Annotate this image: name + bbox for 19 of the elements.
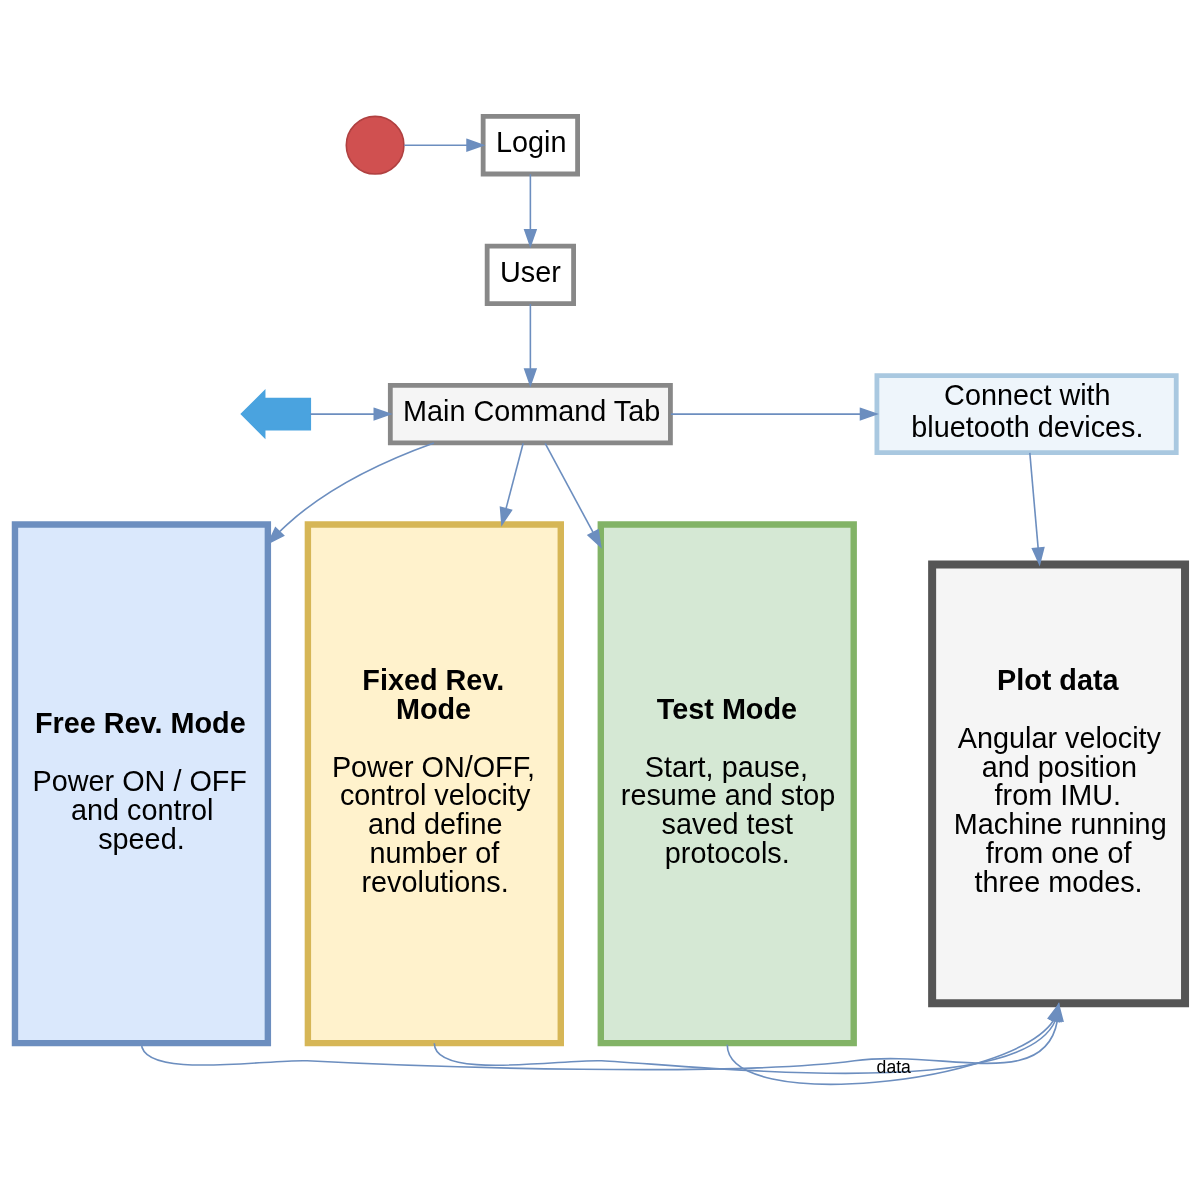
- node-box: Test Mode Start, pause, resume and stop saved test protocols.: [597, 520, 857, 1046]
- edge-label: data: [876, 1056, 911, 1077]
- node-arrow: [240, 388, 312, 439]
- node-box: Connect with bluetooth devices.: [874, 372, 1179, 455]
- node-box: Fixed Rev. Mode Power ON/OFF, control velocity and define number of revolutions.: [304, 520, 564, 1046]
- arrow: [523, 172, 538, 248]
- arrow: [1029, 451, 1045, 567]
- node-box: User: [484, 243, 576, 306]
- node-box: Login: [480, 113, 580, 176]
- node-circle: [345, 115, 405, 175]
- arrow: [523, 302, 538, 387]
- node-box: Plot data Angular velocity and position from IMU. Machine running from one of three modes.: [928, 560, 1190, 1007]
- arrow: [544, 441, 602, 549]
- arrow: [499, 441, 524, 527]
- arrow: [403, 138, 486, 152]
- arrow: [670, 406, 879, 421]
- node-box: Main Command Tab: [387, 382, 673, 445]
- arrow: [309, 406, 393, 421]
- node-box: Free Rev. Mode Power ON / OFF and control speed.: [11, 520, 272, 1046]
